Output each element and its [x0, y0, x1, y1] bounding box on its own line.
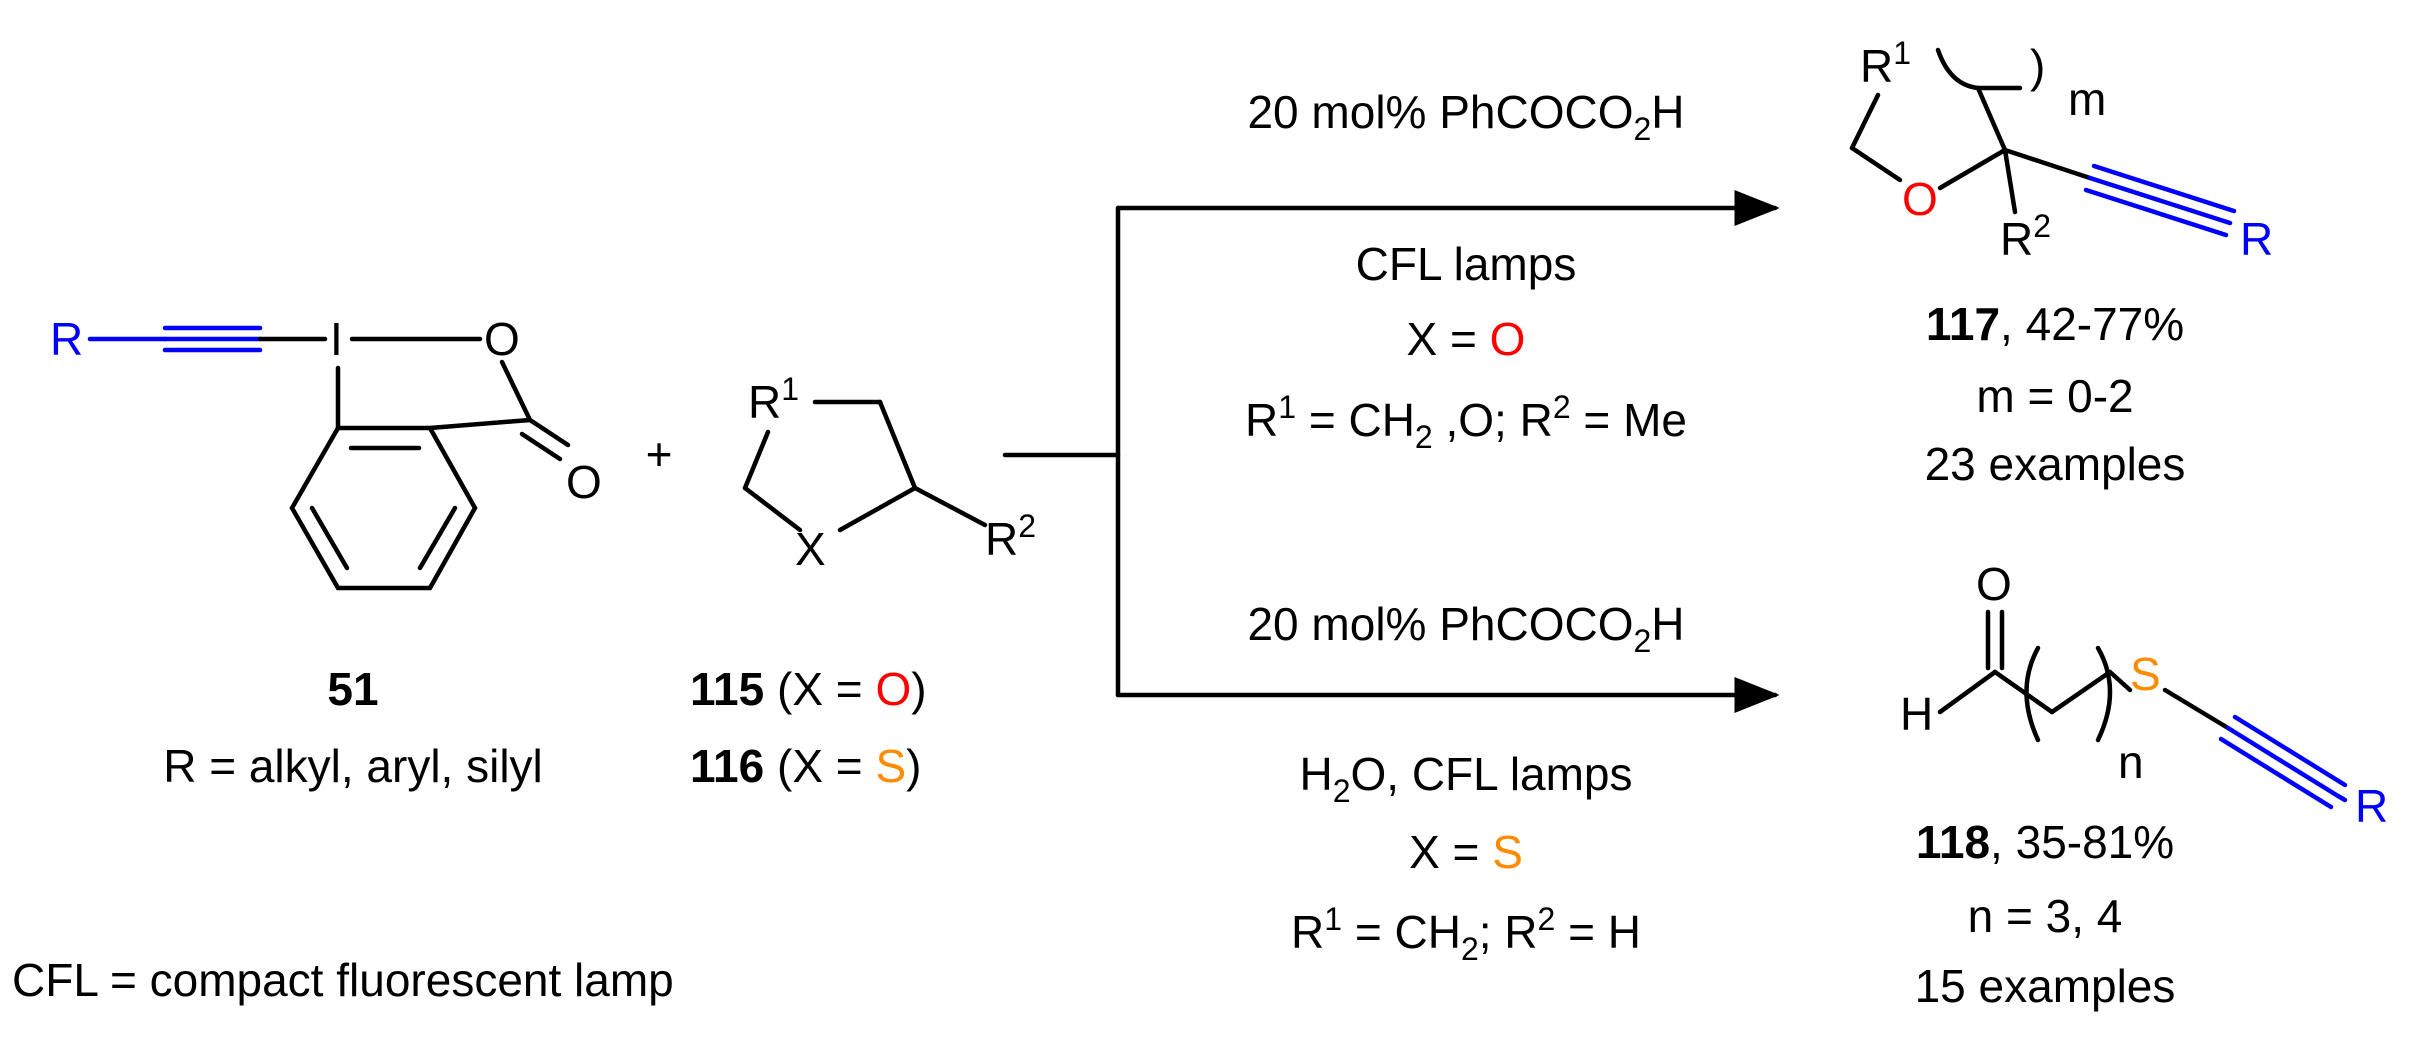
compound-115-label: 115 (X = O) — [690, 663, 927, 715]
bottom-solvent-light: H2O, CFL lamps — [1299, 748, 1632, 809]
product-118-structure: O H n S R — [1900, 558, 2388, 832]
product-118-sulfur-atom: S — [2130, 648, 2161, 700]
bottom-catalyst-label: 20 mol% PhCOCO2H — [1247, 598, 1684, 659]
top-catalyst-label: 20 mol% PhCOCO2H — [1247, 86, 1684, 147]
product-118-carbonyl-oxygen: O — [1976, 558, 2012, 610]
product-117-r-label: R — [2240, 213, 2273, 265]
product-118-yield: 118, 35-81% — [1916, 816, 2174, 868]
carbonyl-oxygen-label: O — [566, 456, 602, 508]
product-118-r-label: R — [2355, 780, 2388, 832]
cfl-footnote: CFL = compact fluorescent lamp — [12, 954, 674, 1006]
iodine-atom-label: I — [330, 313, 343, 365]
product-118-n-label: n — [2118, 736, 2144, 788]
product-118-n-values: n = 3, 4 — [1968, 890, 2123, 942]
product-117-m-label: m — [2068, 73, 2106, 125]
reagent-51-structure: R I O O — [50, 313, 602, 591]
product-117-examples: 23 examples — [1925, 438, 2186, 490]
r1-label: R1 — [748, 371, 799, 428]
product-118-aldehyde-h: H — [1900, 688, 1933, 740]
reagent-115-116-structure: R1 X R2 — [742, 371, 1036, 575]
product-117-yield: 117, 42-77% — [1926, 298, 2184, 350]
product-118-examples: 15 examples — [1915, 960, 2176, 1012]
heteroatom-x-label: X — [795, 523, 826, 575]
product-117-r1-label: R1 — [1860, 35, 1911, 92]
plus-sign: + — [646, 428, 673, 480]
compound-51-number: 51 — [327, 663, 378, 715]
product-117-paren-close: ) — [2030, 40, 2045, 92]
compound-51-r-description: R = alkyl, aryl, silyl — [163, 740, 543, 792]
top-light-source: CFL lamps — [1356, 238, 1577, 290]
top-x-condition: X = O — [1407, 313, 1526, 365]
top-r-groups: R1 = CH2 ,O; R2 = Me — [1245, 389, 1687, 455]
compound-116-label: 116 (X = S) — [690, 740, 921, 792]
reaction-arrows — [1002, 190, 1780, 713]
product-117-m-range: m = 0-2 — [1976, 370, 2133, 422]
product-117-structure: R1 ) m O R2 R — [1849, 35, 2273, 265]
product-117-ring-oxygen: O — [1902, 173, 1938, 225]
bottom-x-condition: X = S — [1409, 826, 1523, 878]
r2-label: R2 — [985, 508, 1036, 565]
product-117-r2-label: R2 — [2000, 208, 2051, 265]
ring-oxygen-label: O — [484, 313, 520, 365]
reagent-51-r-label: R — [50, 313, 83, 365]
bottom-r-groups: R1 = CH2; R2 = H — [1291, 901, 1641, 967]
